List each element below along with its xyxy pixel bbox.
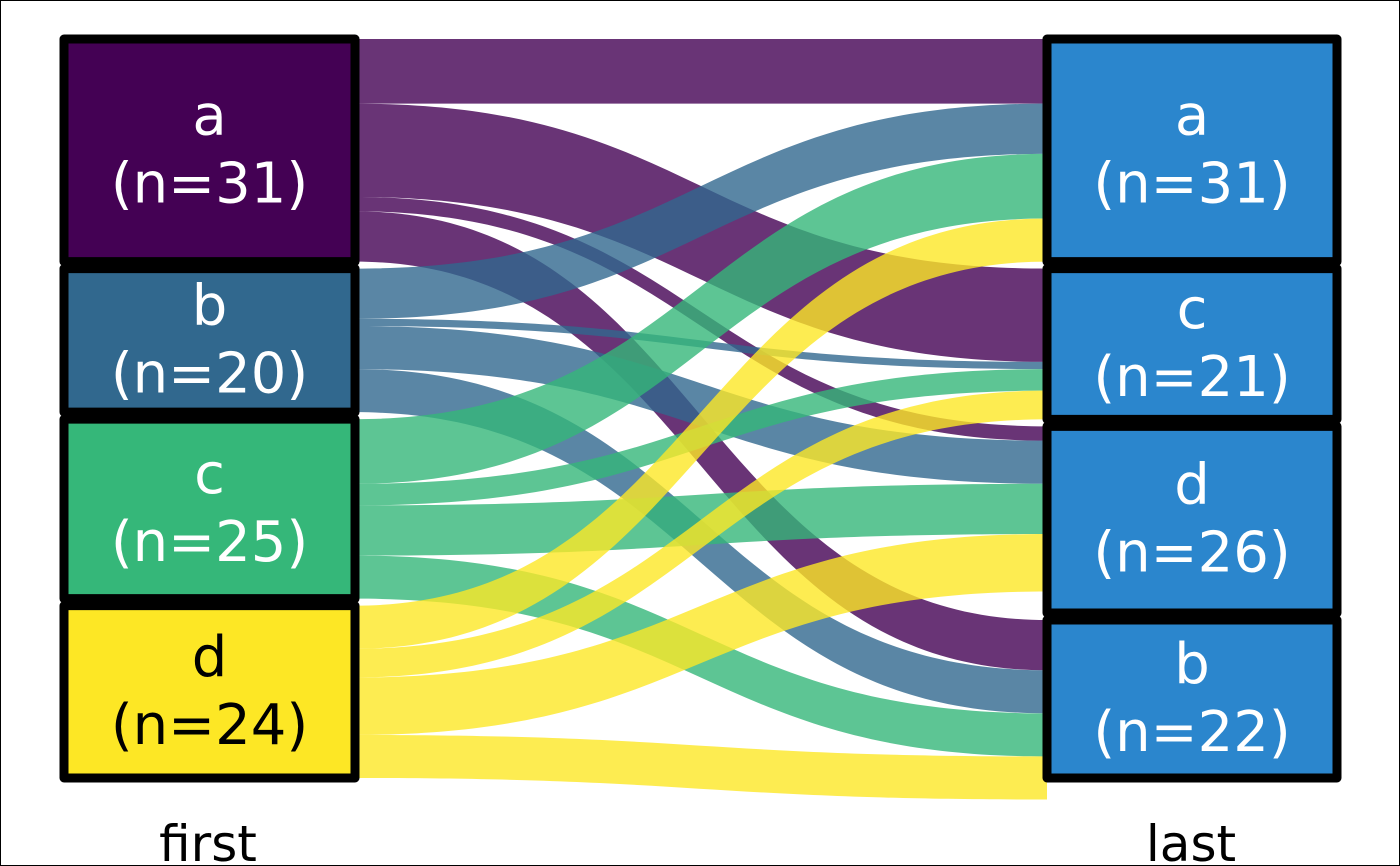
flow-b-to-a (355, 103, 1047, 319)
flows-layer (355, 39, 1047, 800)
right-node-count-b: (n=22) (1093, 700, 1290, 765)
left-node-label-c: c (194, 442, 225, 507)
right-node-c: c(n=21) (1042, 264, 1342, 424)
left-node-count-c: (n=25) (111, 510, 308, 575)
flow-d-to-b (355, 734, 1047, 800)
left-node-box-d (59, 601, 360, 783)
right-node-b: b(n=22) (1042, 615, 1342, 783)
flow-c-to-a (355, 153, 1047, 484)
right-node-count-d: (n=26) (1093, 521, 1290, 586)
flow-d-to-d (355, 534, 1047, 735)
left-node-count-a: (n=31) (111, 151, 308, 216)
nodes-layer: a(n=31)b(n=20)c(n=25)d(n=24)a(n=31)c(n=2… (59, 34, 1342, 783)
axis-label-first: first (159, 815, 257, 865)
right-node-box-a (1042, 34, 1342, 267)
right-node-label-d: d (1174, 453, 1210, 518)
left-node-label-b: b (192, 273, 228, 338)
left-node-count-b: (n=20) (111, 341, 308, 406)
right-node-a: a(n=31) (1042, 34, 1342, 267)
right-node-d: d(n=26) (1042, 421, 1342, 618)
left-node-box-b (59, 264, 360, 417)
left-node-b: b(n=20) (59, 264, 360, 417)
axis-label-last: last (1146, 815, 1236, 865)
right-node-count-c: (n=21) (1093, 345, 1290, 410)
left-node-label-a: a (192, 83, 226, 148)
left-node-c: c(n=25) (59, 414, 360, 604)
left-node-box-a (59, 34, 360, 267)
flow-a-to-a (355, 39, 1047, 104)
left-node-a: a(n=31) (59, 34, 360, 267)
left-node-d: d(n=24) (59, 601, 360, 783)
left-node-count-d: (n=24) (111, 693, 308, 758)
right-node-box-d (1042, 421, 1342, 618)
left-node-label-d: d (192, 625, 228, 690)
right-node-label-a: a (1175, 83, 1209, 148)
right-node-box-b (1042, 615, 1342, 783)
axis-labels-layer: first last (159, 815, 1236, 865)
flow-d-to-c (355, 390, 1047, 678)
flow-d-to-a (355, 218, 1047, 649)
right-node-count-a: (n=31) (1093, 151, 1290, 216)
flow-c-to-d (355, 483, 1047, 556)
right-node-label-c: c (1177, 277, 1208, 342)
left-node-box-c (59, 414, 360, 604)
right-node-box-c (1042, 264, 1342, 424)
right-node-label-b: b (1174, 632, 1210, 697)
